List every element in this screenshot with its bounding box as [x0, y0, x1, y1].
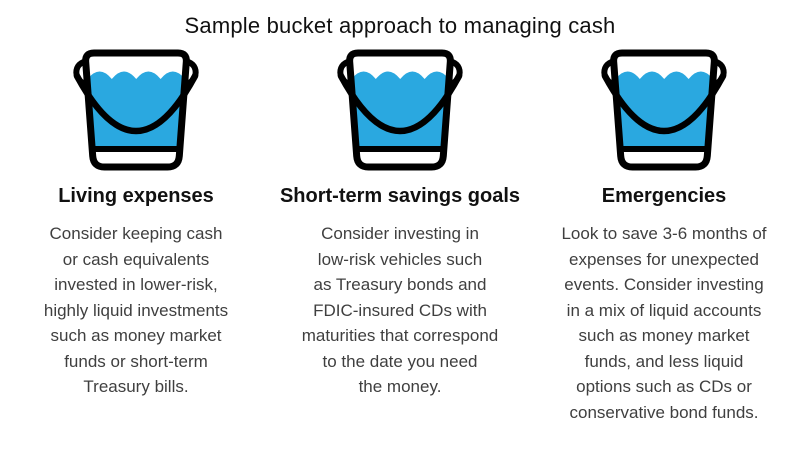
bucket-column-living-expenses: Living expenses Consider keeping cash or… — [10, 45, 262, 425]
bucket-water-icon — [589, 45, 739, 173]
bucket-description: Consider keeping cash or cash equivalent… — [43, 224, 229, 396]
bucket-water-icon — [61, 45, 211, 173]
bucket-heading: Short-term savings goals — [279, 185, 521, 207]
bucket-column-short-term-savings: Short-term savings goals Consider invest… — [274, 45, 526, 425]
page-title: Sample bucket approach to managing cash — [184, 13, 616, 38]
bucket-description: Consider investing in low-risk vehicles … — [301, 224, 499, 396]
bucket-heading: Living expenses — [58, 185, 214, 207]
bucket-heading: Emergencies — [601, 185, 727, 207]
bucket-water-icon — [325, 45, 475, 173]
bucket-description: Look to save 3-6 months of expenses for … — [561, 224, 767, 422]
bucket-column-emergencies: Emergencies Look to save 3-6 months of e… — [538, 45, 790, 425]
bucket-columns: Living expenses Consider keeping cash or… — [0, 45, 800, 425]
